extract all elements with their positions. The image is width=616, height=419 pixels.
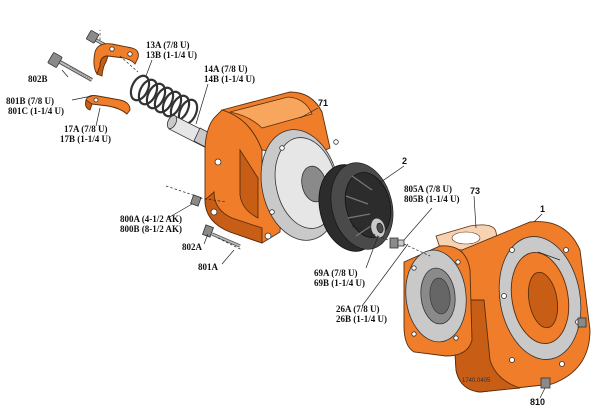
leader-lines — [61, 59, 546, 399]
label-800a: 800A (4-1/2 AK) — [120, 214, 182, 224]
label-14b: 14B (1-1/4 U) — [204, 74, 255, 84]
casing-1 — [451, 221, 591, 393]
drawing-number: 1740.0405 — [462, 378, 491, 384]
label-801a: 801A — [198, 262, 219, 272]
part-labels: 802B 801B (7/8 U) 801C (1-1/4 U) 13A (7/… — [6, 40, 545, 407]
label-801b: 801B (7/8 U) — [6, 96, 54, 106]
label-17a: 17A (7/8 U) — [64, 124, 108, 134]
label-802b: 802B — [28, 74, 48, 84]
bolt-802b — [47, 52, 93, 82]
label-69a: 69A (7/8 U) — [314, 268, 358, 278]
seal-plate — [260, 129, 340, 241]
label-17b: 17B (1-1/4 U) — [60, 134, 111, 144]
label-13a: 13A (7/8 U) — [146, 40, 190, 50]
plug-810 — [540, 317, 587, 389]
impeller-2 — [318, 162, 394, 252]
label-13b: 13B (1-1/4 U) — [146, 50, 197, 60]
label-73: 73 — [470, 186, 480, 196]
label-14a: 14A (7/8 U) — [204, 64, 248, 74]
label-69b: 69B (1-1/4 U) — [314, 278, 365, 288]
label-26b: 26B (1-1/4 U) — [336, 314, 387, 324]
label-805a: 805A (7/8 U) — [404, 184, 452, 194]
label-810: 810 — [530, 397, 545, 407]
label-71: 71 — [318, 98, 328, 108]
label-802a: 802A — [182, 242, 203, 252]
label-800b: 800B (8-1/2 AK) — [120, 224, 182, 234]
clamp-17a — [85, 43, 139, 115]
label-26a: 26A (7/8 U) — [336, 304, 380, 314]
label-801c: 801C (1-1/4 U) — [8, 106, 64, 116]
label-805b: 805B (1-1/4 U) — [404, 194, 460, 204]
assembly-lines — [99, 30, 431, 257]
bolt-802a — [202, 224, 241, 248]
suction-flange — [403, 245, 473, 357]
bolt-800a — [190, 194, 202, 207]
spring-13a — [129, 74, 199, 126]
label-1: 1 — [540, 204, 545, 214]
label-2: 2 — [402, 156, 407, 166]
nut-805a — [389, 237, 405, 249]
